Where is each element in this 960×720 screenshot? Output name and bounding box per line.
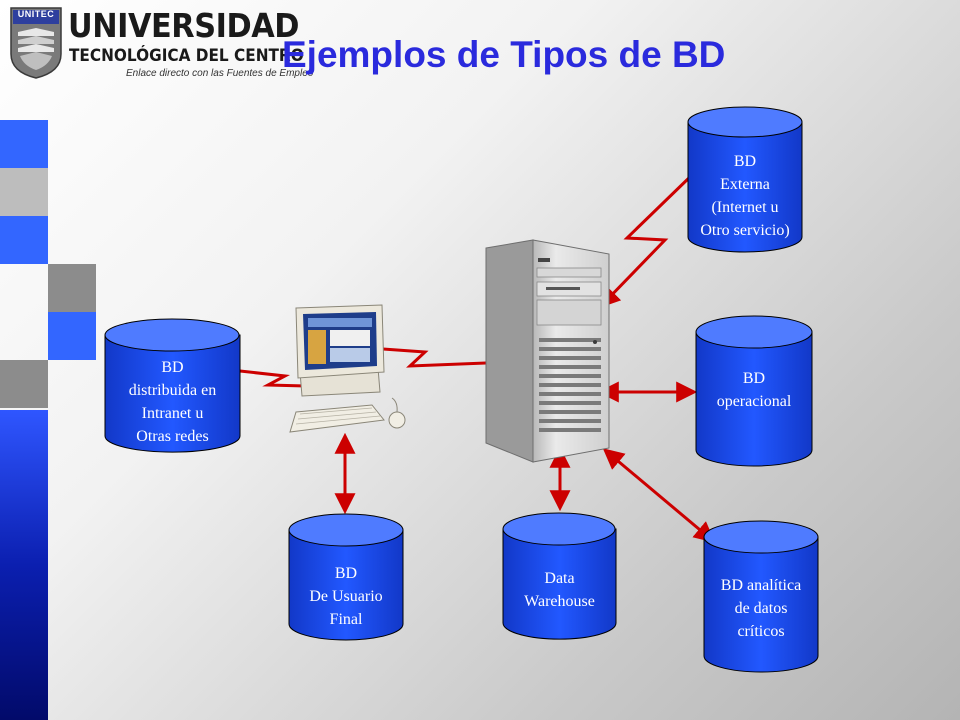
- tower-server-icon: [485, 239, 610, 463]
- bar-square: [48, 312, 96, 360]
- db-label-line: BD analítica: [720, 577, 802, 594]
- db-label-usuario-final: BD De Usuario Final: [289, 562, 403, 631]
- db-label-line: Intranet u: [141, 405, 204, 422]
- connector-client-server: [382, 347, 487, 368]
- db-label-distribuida: BD distribuida en Intranet u Otras redes: [105, 356, 240, 448]
- db-label-line: operacional: [716, 393, 792, 410]
- db-label-line: (Internet u: [711, 199, 779, 216]
- db-label-line: Otro servicio): [700, 222, 790, 239]
- db-cylinder-usuario-final: [288, 513, 404, 641]
- university-logo: UNITEC UNIVERSIDAD TECNOLÓGICA DEL CENTR…: [6, 6, 313, 82]
- server-vents: [539, 338, 601, 432]
- connector-distribuida-client: [239, 369, 307, 388]
- connectors: [239, 173, 716, 543]
- page-title: Ejemplos de Tipos de BD: [282, 34, 726, 75]
- bar-square: [0, 360, 48, 408]
- bar-square: [0, 168, 48, 216]
- bar-square: [0, 216, 48, 264]
- bar-strip: [0, 410, 48, 720]
- university-seal-logo: [10, 7, 62, 79]
- logo-line-name: TECNOLÓGICA DEL CENTRO: [69, 46, 304, 66]
- db-cylinder-operacional: [695, 315, 813, 467]
- db-label-line: BD: [334, 565, 358, 582]
- db-cylinder-externa: [687, 106, 803, 253]
- db-cylinder-analitica: [703, 520, 819, 673]
- db-label-line: distribuida en: [128, 382, 217, 399]
- db-label-line: BD: [161, 359, 184, 376]
- db-label-line: Data: [544, 570, 575, 587]
- db-cylinder-distribuida: [104, 318, 241, 453]
- db-label-line: Otras redes: [136, 428, 209, 445]
- logo-badge-text: UNITEC: [17, 9, 55, 19]
- db-label-line: De Usuario: [309, 588, 383, 605]
- bar-square: [48, 264, 96, 312]
- db-label-line: BD: [742, 370, 766, 387]
- connector-externa-server: [599, 173, 694, 309]
- db-label-line: Warehouse: [524, 593, 595, 610]
- db-label-line: Final: [329, 611, 363, 628]
- bar-square: [0, 120, 48, 168]
- connector-analitica-server: [602, 448, 716, 543]
- db-label-externa: BD Externa (Internet u Otro servicio): [688, 150, 802, 242]
- db-label-warehouse: Data Warehouse: [503, 567, 616, 613]
- logo-tagline: Enlace directo con las Fuentes de Empleo: [126, 68, 314, 79]
- logo-line-university: UNIVERSIDAD: [68, 6, 299, 45]
- db-cylinder-warehouse: [502, 512, 617, 640]
- db-label-line: Externa: [720, 176, 770, 193]
- desktop-computer-icon: [289, 304, 406, 433]
- db-label-line: críticos: [737, 623, 785, 640]
- db-label-line: de datos: [734, 600, 788, 617]
- db-label-operacional: BD operacional: [696, 367, 812, 413]
- left-decorative-bar: [0, 120, 96, 720]
- db-label-line: BD: [733, 153, 757, 170]
- db-label-analitica: BD analítica de datos críticos: [704, 574, 818, 643]
